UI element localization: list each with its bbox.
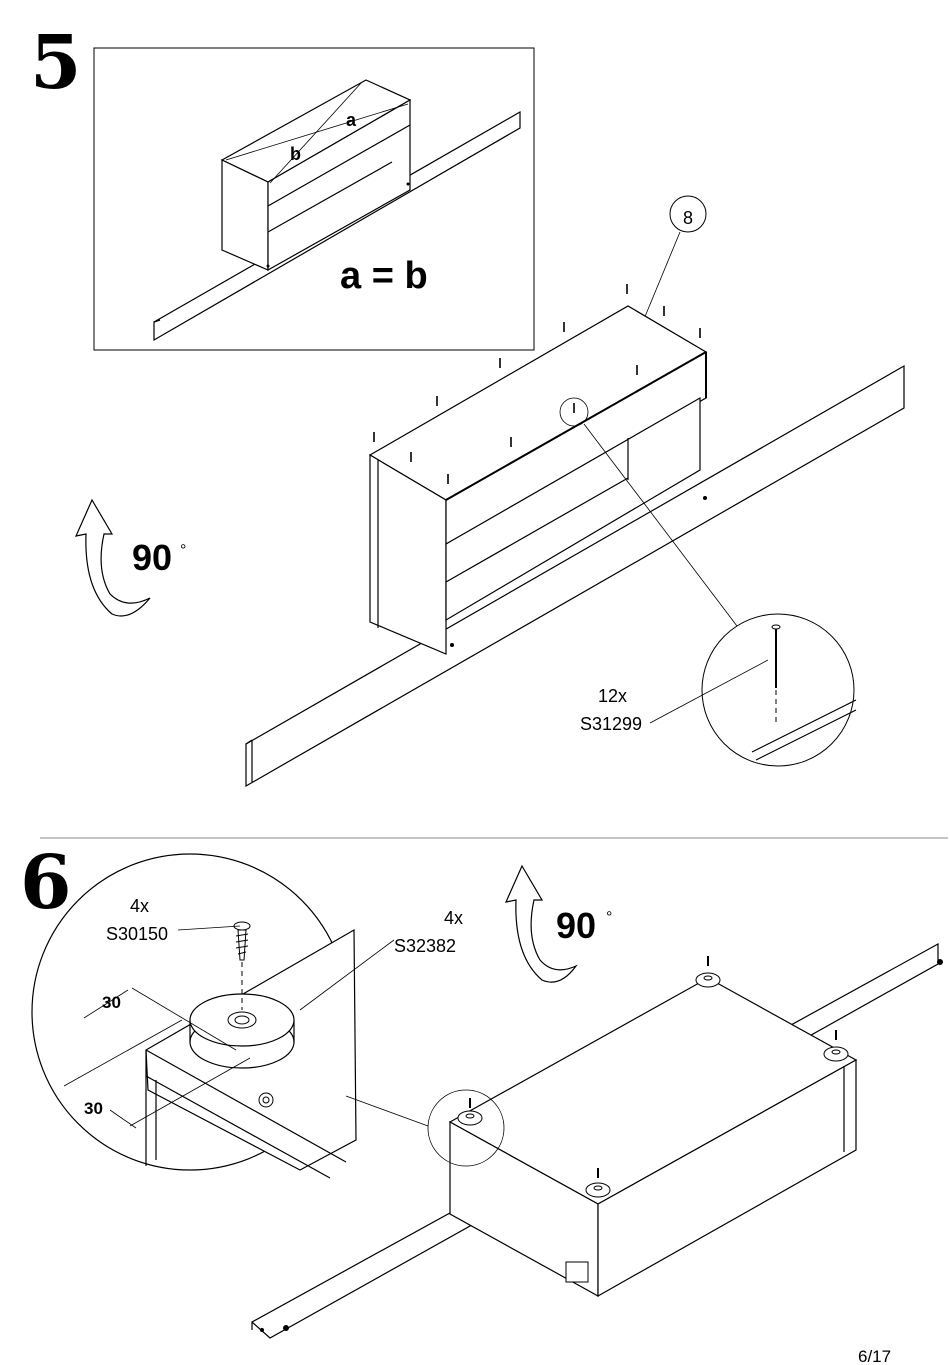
step-6-screw-code: S30150 bbox=[106, 924, 168, 944]
dimension-bottom: 30 bbox=[84, 1099, 103, 1118]
part-8-callout: 8 bbox=[631, 195, 707, 349]
step-6-screw-qty: 4x bbox=[130, 896, 149, 916]
foot-detail-circle bbox=[31, 853, 395, 1179]
step-5-inset: a b a = b bbox=[93, 47, 535, 351]
foot-icon bbox=[457, 972, 849, 1198]
dimension-top: 30 bbox=[102, 993, 121, 1012]
diagonal-b bbox=[269, 81, 363, 184]
step-6-rotation-value: 90 bbox=[556, 905, 596, 946]
step-5-number: 5 bbox=[30, 20, 82, 106]
rotate-arrow-icon bbox=[74, 498, 151, 617]
step-6-rotation-unit: ° bbox=[606, 909, 612, 926]
step-6-cabinet bbox=[250, 942, 943, 1339]
step-5-cabinet bbox=[245, 284, 905, 788]
rotate-arrow-icon bbox=[504, 864, 578, 983]
svg-text:8: 8 bbox=[683, 208, 693, 228]
step-6-foot-code: S32382 bbox=[394, 936, 456, 956]
step-6-number: 6 bbox=[20, 840, 72, 926]
diagonal-a bbox=[225, 103, 409, 161]
label-a: a bbox=[346, 110, 357, 130]
page-number: 6/17 bbox=[858, 1347, 891, 1365]
equation-a-equals-b: a = b bbox=[340, 255, 428, 297]
step-5-rotation-value: 90 bbox=[132, 537, 172, 578]
label-b: b bbox=[290, 144, 301, 164]
step-5-fastener-qty: 12x bbox=[598, 686, 627, 706]
nail-detail-circle bbox=[649, 613, 857, 767]
step-6-foot-qty: 4x bbox=[444, 908, 463, 928]
step-5-rotation-unit: ° bbox=[180, 542, 186, 559]
step-5-fastener-code: S31299 bbox=[580, 714, 642, 734]
screw-icon bbox=[233, 921, 251, 1010]
